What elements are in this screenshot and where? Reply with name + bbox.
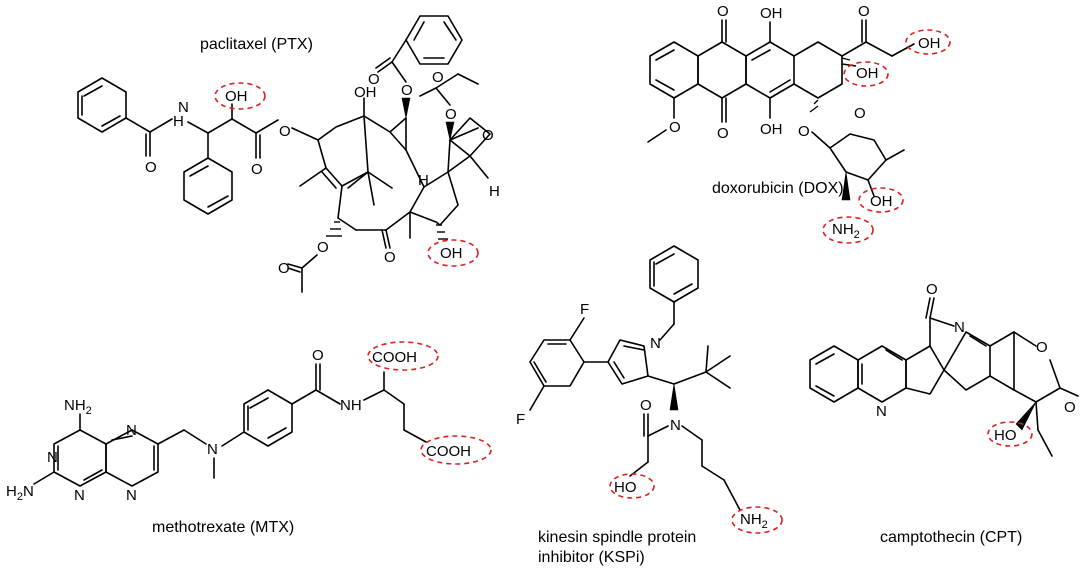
ptx-oh-highlight — [214, 82, 266, 110]
dox-oh-bot-label: OH — [760, 121, 783, 138]
mtx-h2n-label: H2N — [6, 483, 34, 503]
core-oh-label: OH — [354, 84, 377, 101]
h-label-1: H — [418, 172, 429, 189]
cpt-ho-highlight — [987, 421, 1033, 447]
mtx-nh-label: NH — [340, 397, 362, 414]
dox-methoxy-o-label: O — [669, 119, 681, 136]
mtx-n3-label: N — [126, 422, 137, 439]
dox-o-top-label: O — [717, 3, 729, 20]
mtx-n4-label: N — [126, 487, 137, 504]
kspi-ho-label: HO — [614, 479, 637, 496]
methotrexate-structure: NH2 N N N N H2N N O NH COOH — [6, 341, 492, 536]
dox-oh2-highlight — [843, 61, 889, 87]
h-label-2: H — [489, 183, 500, 200]
amide-n-label: H — [173, 113, 184, 130]
dox-oh3-label: OH — [870, 193, 893, 210]
benzoate-co-label: O — [368, 71, 380, 88]
camptothecin-name: camptothecin (CPT) — [880, 529, 1022, 546]
kspi-name-line1: kinesin spindle protein — [538, 529, 696, 546]
doxorubicin-structure: O O OH OH O O OH OH O — [647, 3, 951, 244]
amide-n-label2: N — [178, 99, 189, 116]
amide-o-label: O — [145, 159, 157, 176]
kspi-ho-highlight — [609, 473, 655, 499]
ptx-oh2-highlight — [427, 239, 479, 267]
dox-o-bot-label: O — [717, 125, 729, 142]
ketone-o-label: O — [384, 249, 396, 266]
dox-keto-o-label: O — [858, 3, 870, 20]
ptx-oh-label: OH — [225, 88, 248, 105]
mtx-n1-label: N — [47, 449, 58, 466]
kspi-nh2-label: NH2 — [740, 511, 768, 531]
kspi-structure: N F F N O HO NH2 kinesin spindle — [516, 245, 783, 566]
cpt-carbonyl-o-label: O — [1064, 399, 1076, 416]
acetate-o-label: O — [445, 106, 457, 123]
benzoate-o-label: O — [401, 82, 413, 99]
ptx-oh2-label: OH — [440, 245, 463, 262]
mtx-cooh1-label: COOH — [372, 349, 417, 366]
dox-oh1-label: OH — [918, 35, 941, 52]
dox-nh2-label: NH2 — [832, 221, 860, 241]
kspi-pyrrole-n-label: N — [650, 335, 661, 352]
ester-o2-label: O — [279, 123, 291, 140]
kspi-amide-o-label: O — [640, 397, 652, 414]
dox-oh1-highlight — [905, 29, 951, 55]
paclitaxel-name: paclitaxel (PTX) — [200, 36, 313, 53]
camptothecin-structure: N O N O O HO camptothecin (CPT) — [809, 281, 1079, 546]
mtx-cooh2-label: COOH — [426, 443, 471, 460]
mtx-nh2-top-label: NH2 — [64, 397, 92, 417]
cpt-n-label: N — [954, 319, 965, 336]
kspi-f1-label: F — [580, 301, 589, 318]
acetate2-co-label: O — [278, 260, 290, 277]
kspi-name-line2: inhibitor (KSPi) — [538, 549, 645, 566]
sugar-o-label: O — [854, 105, 866, 122]
paclitaxel-structure: paclitaxel (PTX) O H N OH O O — [77, 15, 500, 293]
kspi-nh2-highlight — [731, 506, 783, 534]
mtx-amide-o-label: O — [312, 347, 324, 364]
methotrexate-name: methotrexate (MTX) — [152, 519, 294, 536]
dox-oh2-label: OH — [856, 65, 879, 82]
kspi-amide-n-label: N — [670, 417, 681, 434]
cpt-ho-label: HO — [994, 427, 1017, 444]
cpt-lactone-o-label: O — [1036, 339, 1048, 356]
kspi-f2-label: F — [516, 411, 525, 428]
mtx-n-methyl-label: N — [207, 441, 218, 458]
dox-glyco-o-label: O — [798, 123, 810, 140]
mtx-cooh1-highlight — [367, 341, 439, 371]
doxorubicin-name: doxorubicin (DOX) — [712, 180, 844, 197]
ester-o-label: O — [251, 161, 263, 178]
cpt-quinoline-n-label: N — [876, 403, 887, 420]
dox-oh-top-label: OH — [760, 5, 783, 22]
dox-oh3-highlight — [858, 187, 904, 213]
oxetane-o-label: O — [482, 127, 494, 144]
acetate-co-label: O — [432, 69, 444, 86]
dox-nh2-highlight — [822, 216, 874, 244]
mtx-cooh2-highlight — [420, 435, 492, 465]
cpt-keto-o-label: O — [926, 281, 938, 298]
mtx-n2-label: N — [74, 487, 85, 504]
acetate2-o-label: O — [317, 239, 329, 256]
